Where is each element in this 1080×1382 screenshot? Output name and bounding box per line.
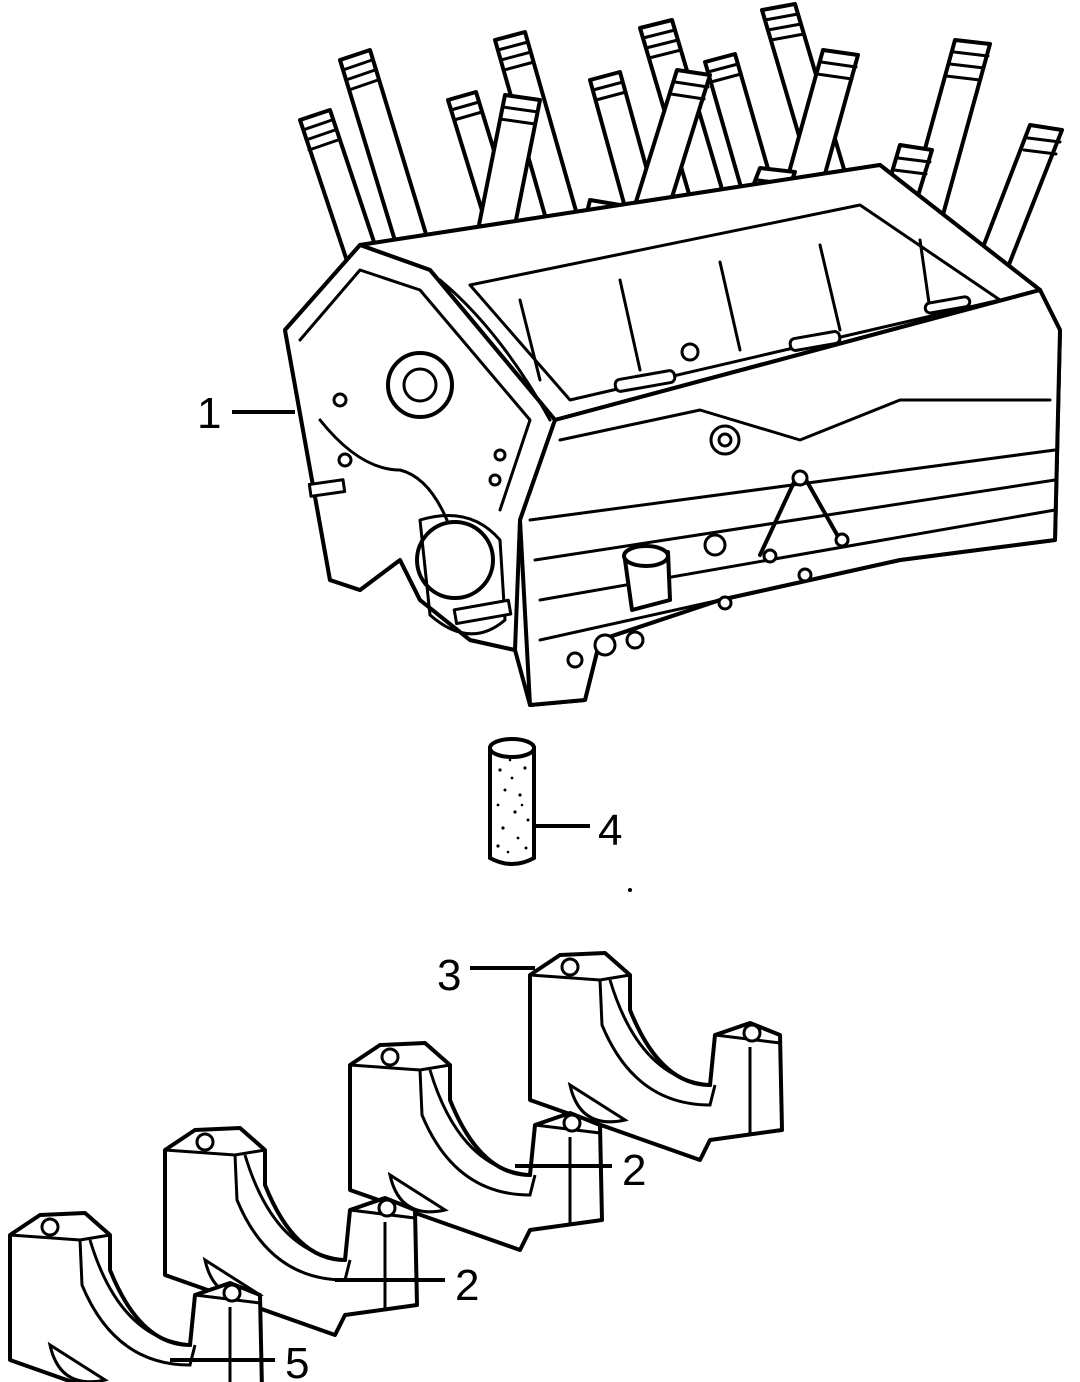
callout-4: 4 <box>598 806 622 855</box>
leader-lines <box>170 410 612 1362</box>
dowel-sleeve <box>488 737 536 866</box>
front-studs <box>307 478 513 626</box>
front-cover-plate <box>415 520 495 600</box>
callout-1: 1 <box>197 389 221 438</box>
callout-2a: 2 <box>622 1146 646 1195</box>
engine-block <box>283 2 1064 707</box>
callout-3: 3 <box>437 951 461 1000</box>
speck <box>628 888 632 892</box>
oil-tube <box>622 544 672 612</box>
callout-5: 5 <box>285 1339 309 1382</box>
callout-2b: 2 <box>455 1261 479 1310</box>
